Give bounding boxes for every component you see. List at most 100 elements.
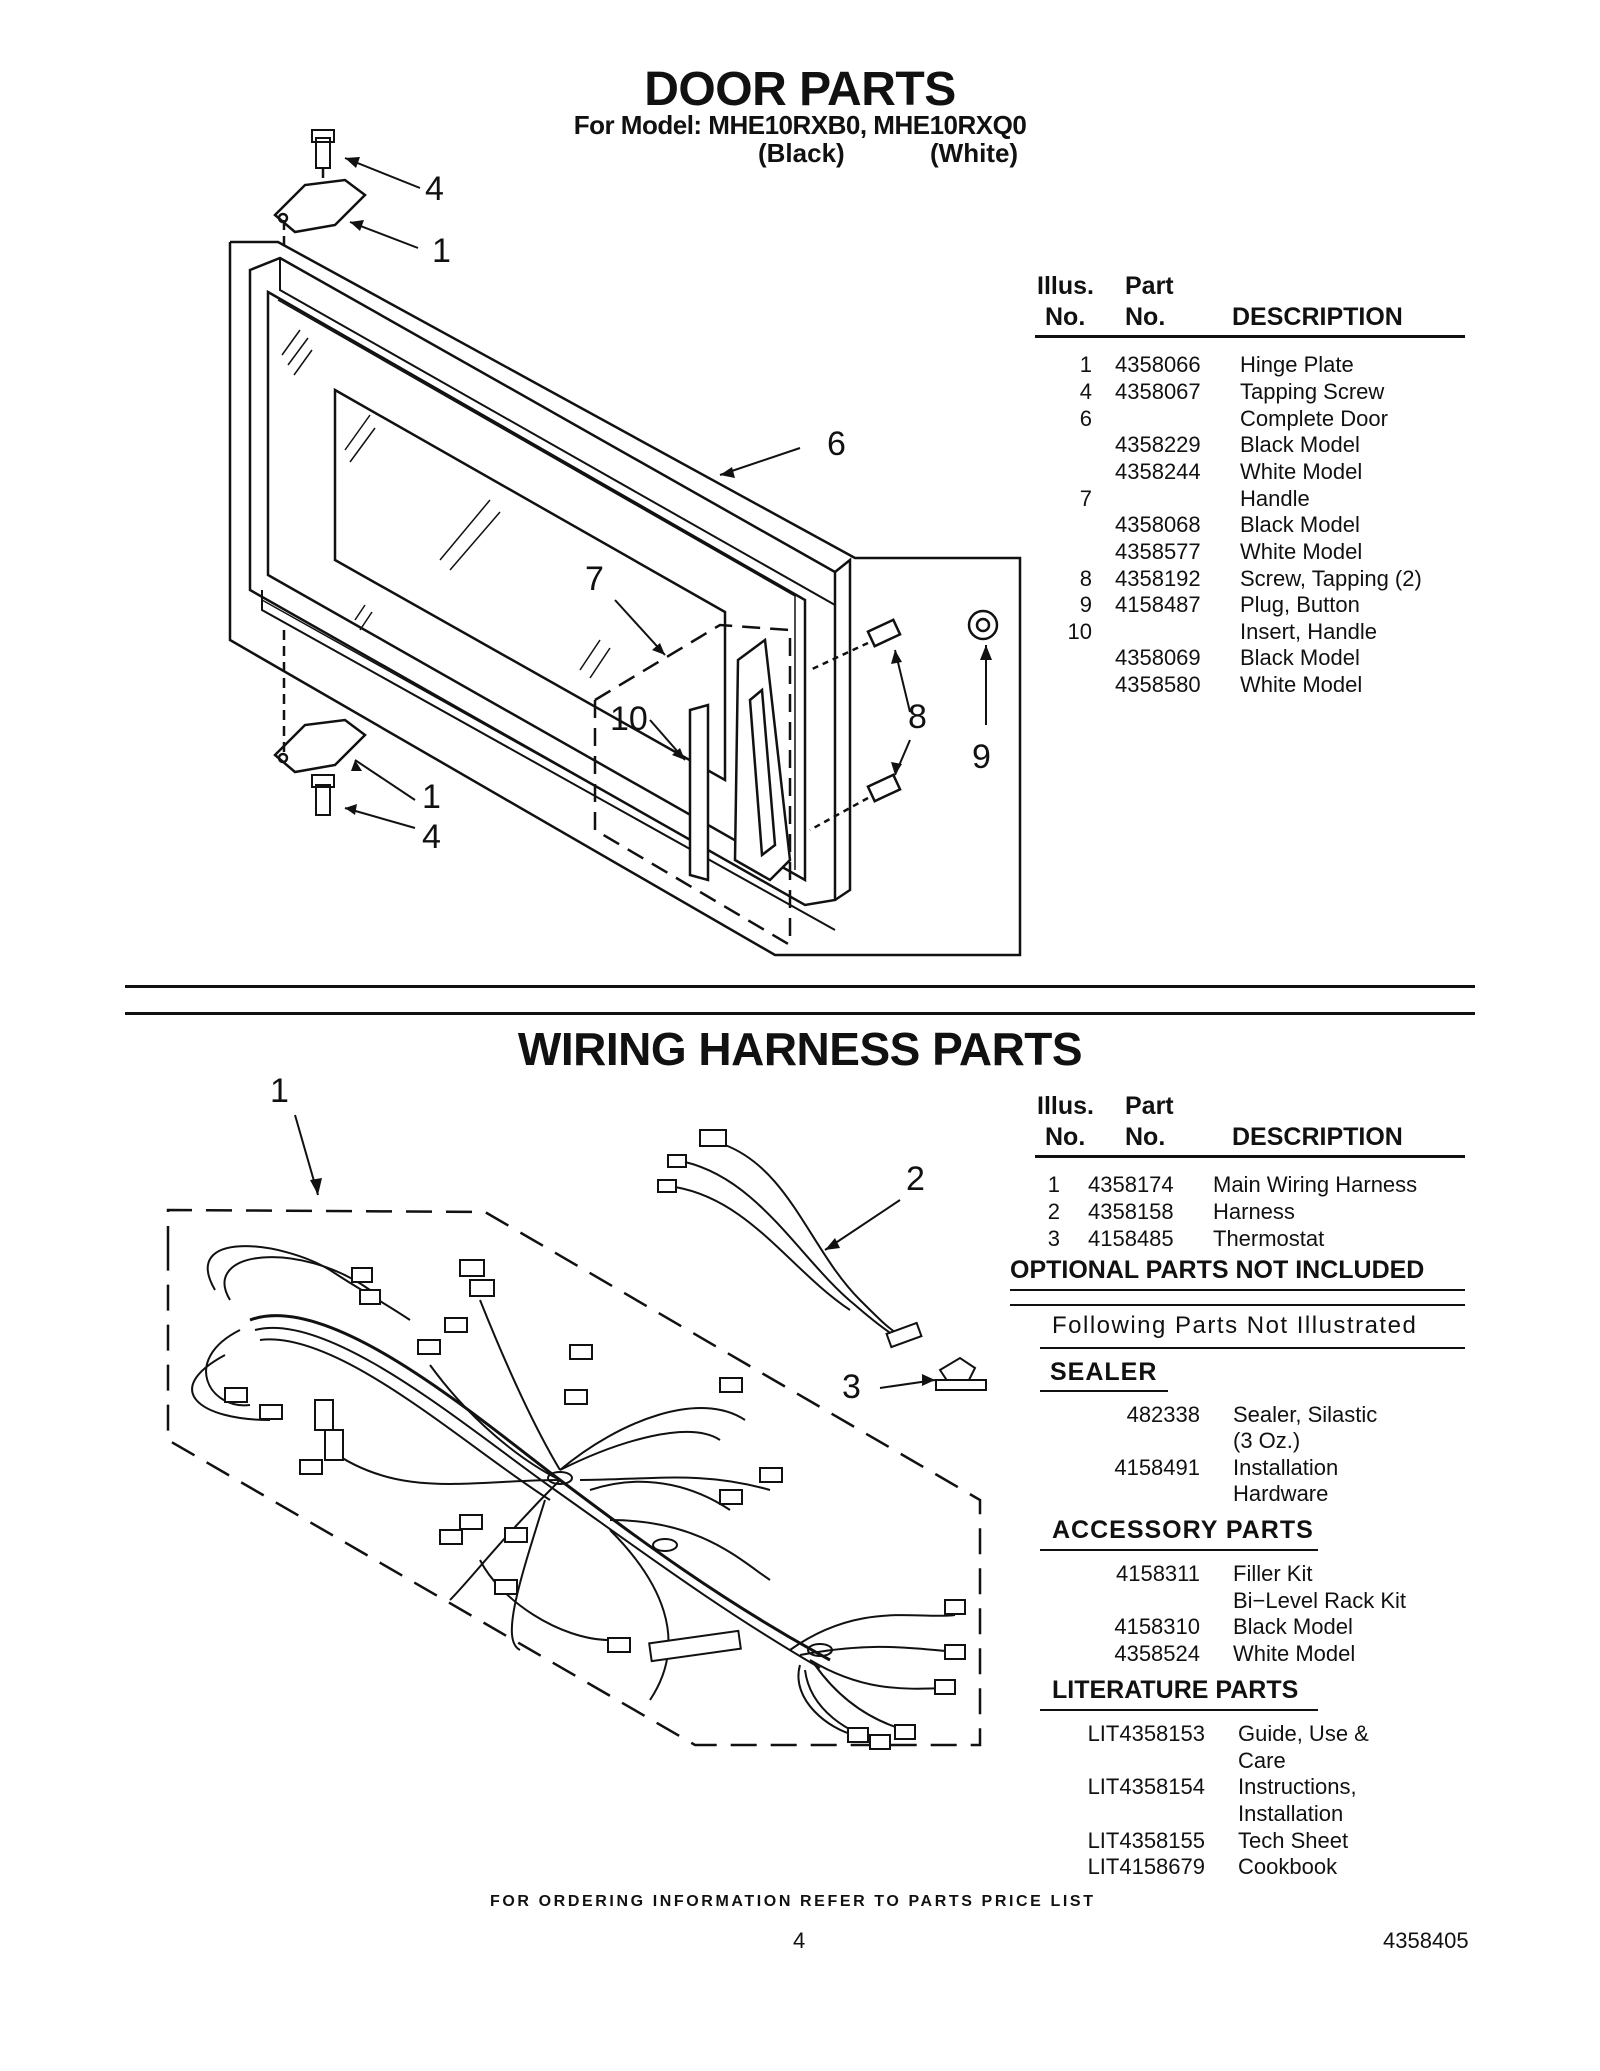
description: Black Model xyxy=(1240,432,1360,457)
description: Cookbook xyxy=(1238,1854,1338,1879)
white-label: (White) xyxy=(930,138,1019,168)
part-no: 4358158 xyxy=(1088,1199,1174,1224)
document-number: 4358405 xyxy=(1383,1928,1469,1953)
description: White Model xyxy=(1233,1641,1356,1666)
col-part-top: Part xyxy=(1125,272,1174,300)
part-no: 4358577 xyxy=(1115,539,1201,564)
description: Plug, Button xyxy=(1240,592,1360,617)
section-divider-top xyxy=(125,985,1475,988)
description: Filler Kit xyxy=(1233,1561,1313,1586)
part-no: 4358174 xyxy=(1088,1172,1174,1197)
part-no: LIT4158679 xyxy=(1087,1854,1205,1879)
illus-no: 8 xyxy=(1079,566,1092,591)
optional-rule-2 xyxy=(1010,1304,1465,1306)
door-callout-10: 10 xyxy=(610,700,648,738)
col-description: DESCRIPTION xyxy=(1232,303,1403,331)
door-callout-7: 7 xyxy=(585,560,604,598)
description: Handle xyxy=(1240,486,1310,511)
part-no: 4358066 xyxy=(1115,352,1201,377)
door-table-rule xyxy=(1035,335,1465,338)
wiring-callout-3: 3 xyxy=(842,1368,861,1406)
part-no: 4158311 xyxy=(1115,1561,1200,1586)
description: White Model xyxy=(1240,672,1363,697)
literature-rule xyxy=(1040,1709,1318,1711)
optional-rule-1 xyxy=(1010,1289,1465,1291)
description: Hinge Plate xyxy=(1240,352,1354,377)
description: White Model xyxy=(1240,459,1363,484)
col-part-top: Part xyxy=(1125,1092,1174,1120)
illus-no: 4 xyxy=(1079,379,1092,404)
part-no: 4358192 xyxy=(1115,566,1201,591)
door-callout-1-top: 1 xyxy=(432,232,451,270)
wiring-diagram xyxy=(166,1114,987,1750)
part-no: 4158487 xyxy=(1115,592,1201,617)
not-illustrated-note: Following Parts Not Illustrated xyxy=(1052,1312,1418,1339)
description: Black Model xyxy=(1233,1614,1353,1639)
part-no: 482338 xyxy=(1126,1402,1200,1427)
part-no: 4158310 xyxy=(1114,1614,1200,1639)
part-no: 4358069 xyxy=(1115,645,1201,670)
description: White Model xyxy=(1240,539,1363,564)
door-callout-4-bottom: 4 xyxy=(422,818,441,856)
illus-no: 2 xyxy=(1047,1199,1060,1224)
accessory-rule xyxy=(1040,1549,1318,1551)
col-description: DESCRIPTION xyxy=(1232,1123,1403,1151)
optional-rule-3 xyxy=(1040,1347,1465,1349)
black-label: (Black) xyxy=(758,138,845,168)
door-parts-title: DOOR PARTS xyxy=(644,63,956,116)
description: Insert, Handle xyxy=(1240,619,1377,644)
accessory-heading: ACCESSORY PARTS xyxy=(1052,1516,1314,1544)
col-part-bottom: No. xyxy=(1125,303,1166,331)
ordering-info: FOR ORDERING INFORMATION REFER TO PARTS … xyxy=(490,1893,1096,1910)
col-illus-bottom: No. xyxy=(1045,303,1086,331)
door-callout-8: 8 xyxy=(908,698,927,736)
description: Black Model xyxy=(1240,645,1360,670)
illus-no: 9 xyxy=(1079,592,1092,617)
part-no: LIT4358153 xyxy=(1087,1721,1205,1746)
description: Main Wiring Harness xyxy=(1213,1172,1418,1197)
door-callout-4-top: 4 xyxy=(425,170,444,208)
part-no: LIT4358155 xyxy=(1087,1828,1205,1853)
wiring-harness-title: WIRING HARNESS PARTS xyxy=(517,1023,1083,1075)
col-illus-bottom: No. xyxy=(1045,1123,1086,1151)
part-no: 4358524 xyxy=(1114,1641,1200,1666)
description: Installation xyxy=(1238,1801,1344,1826)
wiring-callout-2: 2 xyxy=(906,1160,925,1198)
part-no: 4158485 xyxy=(1088,1226,1174,1251)
part-no: 4358068 xyxy=(1115,512,1201,537)
part-no: 4358244 xyxy=(1115,459,1201,484)
description: Guide, Use & xyxy=(1238,1721,1369,1746)
page-number: 4 xyxy=(793,1928,806,1953)
description: Black Model xyxy=(1240,512,1360,537)
optional-parts-heading: OPTIONAL PARTS NOT INCLUDED xyxy=(1010,1256,1425,1284)
door-diagram xyxy=(228,129,1022,957)
col-part-bottom: No. xyxy=(1125,1123,1166,1151)
description: Bi−Level Rack Kit xyxy=(1233,1588,1407,1613)
illus-no: 1 xyxy=(1079,352,1092,377)
illus-no: 10 xyxy=(1067,619,1092,644)
part-no: 4358580 xyxy=(1115,672,1201,697)
illus-no: 1 xyxy=(1047,1172,1060,1197)
description: Instructions, xyxy=(1238,1774,1357,1799)
literature-heading: LITERATURE PARTS xyxy=(1052,1676,1299,1704)
part-no: 4358067 xyxy=(1115,379,1201,404)
part-no: 4158491 xyxy=(1114,1455,1200,1480)
wiring-table-rule xyxy=(1035,1155,1465,1158)
description: Tapping Screw xyxy=(1240,379,1385,404)
sealer-rule xyxy=(1040,1390,1168,1392)
description: Hardware xyxy=(1233,1481,1329,1506)
illus-no: 7 xyxy=(1079,486,1092,511)
door-callout-6: 6 xyxy=(827,425,846,463)
description: Thermostat xyxy=(1213,1226,1325,1251)
description: (3 Oz.) xyxy=(1233,1428,1301,1453)
sealer-heading: SEALER xyxy=(1050,1358,1158,1386)
col-illus-top: Illus. xyxy=(1037,272,1094,300)
door-callout-9: 9 xyxy=(972,738,991,776)
model-line: For Model: MHE10RXB0, MHE10RXQ0 xyxy=(573,110,1027,140)
description: Harness xyxy=(1213,1199,1295,1224)
wiring-callout-1: 1 xyxy=(270,1072,289,1110)
description: Screw, Tapping (2) xyxy=(1240,566,1422,591)
illus-no: 6 xyxy=(1079,406,1092,431)
description: Sealer, Silastic xyxy=(1233,1402,1378,1427)
illus-no: 3 xyxy=(1047,1226,1060,1251)
